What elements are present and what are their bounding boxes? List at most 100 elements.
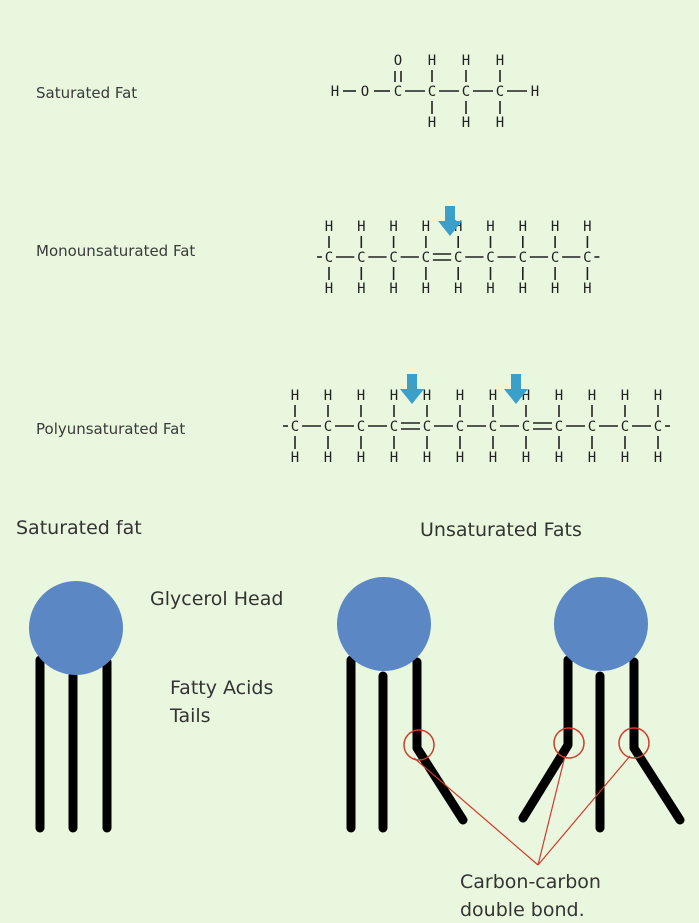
saturated-hydrogen-atom: H [331,84,339,100]
saturated-fat-title: Saturated fat [16,517,142,539]
saturated-hydrogen-atom: H [496,115,504,131]
glycerol-head-label: Glycerol Head [150,588,284,610]
saturated-oxygen-atom: O [361,84,369,100]
polyunsaturated-hydrogen-atom: H [390,450,398,466]
polyunsaturated-hydrogen-atom: H [423,450,431,466]
bent-fatty-acid-tail [629,657,685,825]
unsaturated-glycerol-head [337,577,431,671]
polyunsaturated-hydrogen-atom: H [621,388,629,404]
monounsaturated-hydrogen-atom: H [519,281,527,297]
monounsaturated-hydrogen-atom: H [357,281,365,297]
polyunsaturated-hydrogen-atom: H [324,450,332,466]
polyunsaturated-hydrogen-atom: H [654,450,662,466]
bent-fatty-acid-tail [518,655,573,823]
bond-pointer-line [537,755,566,866]
saturated-carbon-atom: C [428,84,436,100]
saturated-carbon-atom: C [496,84,504,100]
bent-fatty-acid-tail [412,657,468,825]
polyunsaturated-hydrogen-atom: H [588,388,596,404]
monounsaturated-fat-label: Monounsaturated Fat [36,242,196,260]
saturated-hydrogen-atom: H [462,115,470,131]
polyunsaturated-carbon-atom: C [588,419,596,435]
polyunsaturated-carbon-atom: C [423,419,431,435]
carbon-carbon-label: Carbon-carbon [460,871,601,893]
double-bond-marker-ring [618,727,650,759]
monounsaturated-hydrogen-atom: H [583,281,591,297]
monounsaturated-hydrogen-atom: H [519,219,527,235]
polyunsaturated-hydrogen-atom: H [324,388,332,404]
polyunsaturated-hydrogen-atom: H [621,450,629,466]
monounsaturated-hydrogen-atom: H [357,219,365,235]
double-bond-label: double bond. [460,899,585,921]
saturated-glycerol-head [29,581,123,675]
monounsaturated-carbon-atom: C [357,250,365,266]
monounsaturated-hydrogen-atom: H [454,281,462,297]
saturated-hydrogen-atom: H [531,84,539,100]
tails-label: Tails [170,705,211,727]
polyunsaturated-carbon-atom: C [324,419,332,435]
fatty-acids-label: Fatty Acids [170,677,274,699]
polyunsaturated-carbon-atom: C [489,419,497,435]
monounsaturated-hydrogen-atom: H [325,281,333,297]
polyunsaturated-carbon-atom: C [522,419,530,435]
saturated-fat-label: Saturated Fat [36,84,138,102]
polyunsaturated-hydrogen-atom: H [456,450,464,466]
saturated-carbon-atom: C [394,84,402,100]
polyunsaturated-fat-label: Polyunsaturated Fat [36,420,186,438]
polyunsaturated-hydrogen-atom: H [291,450,299,466]
unsaturated-fats-title: Unsaturated Fats [420,519,582,541]
polyunsaturated-carbon-atom: C [555,419,563,435]
monounsaturated-hydrogen-atom: H [389,281,397,297]
polyunsaturated-hydrogen-atom: H [357,388,365,404]
monounsaturated-hydrogen-atom: H [486,219,494,235]
polyunsaturated-carbon-atom: C [654,419,662,435]
polyunsaturated-hydrogen-atom: H [522,450,530,466]
monounsaturated-carbon-atom: C [519,250,527,266]
saturated-hydrogen-atom: H [462,53,470,69]
polyunsaturated-carbon-atom: C [291,419,299,435]
polyunsaturated-hydrogen-atom: H [489,450,497,466]
monounsaturated-hydrogen-atom: H [583,219,591,235]
polyunsaturated-hydrogen-atom: H [489,388,497,404]
unsaturated-glycerol-head [554,577,648,671]
monounsaturated-carbon-atom: C [325,250,333,266]
polyunsaturated-hydrogen-atom: H [357,450,365,466]
double-bond-marker-ring [553,727,585,759]
polyunsaturated-hydrogen-atom: H [588,450,596,466]
monounsaturated-carbon-atom: C [583,250,591,266]
bond-pointer-line [537,755,631,866]
saturated-hydrogen-atom: H [496,53,504,69]
monounsaturated-hydrogen-atom: H [454,219,462,235]
double-bond-marker-ring [403,729,435,761]
monounsaturated-hydrogen-atom: H [551,219,559,235]
monounsaturated-hydrogen-atom: H [389,219,397,235]
saturated-hydrogen-atom: H [428,53,436,69]
saturated-hydrogen-atom: H [428,115,436,131]
monounsaturated-carbon-atom: C [551,250,559,266]
monounsaturated-carbon-atom: C [454,250,462,266]
polyunsaturated-carbon-atom: C [390,419,398,435]
polyunsaturated-double-bond-arrow-1 [400,374,424,404]
saturated-oxygen-atom: O [394,53,402,69]
monounsaturated-hydrogen-atom: H [422,281,430,297]
polyunsaturated-double-bond-arrow-2 [504,374,528,404]
polyunsaturated-hydrogen-atom: H [456,388,464,404]
bond-pointer-line [413,757,539,866]
polyunsaturated-hydrogen-atom: H [423,388,431,404]
monounsaturated-hydrogen-atom: H [486,281,494,297]
polyunsaturated-carbon-atom: C [456,419,464,435]
polyunsaturated-hydrogen-atom: H [291,388,299,404]
monounsaturated-carbon-atom: C [422,250,430,266]
monounsaturated-hydrogen-atom: H [325,219,333,235]
polyunsaturated-carbon-atom: C [357,419,365,435]
polyunsaturated-hydrogen-atom: H [654,388,662,404]
monounsaturated-hydrogen-atom: H [551,281,559,297]
polyunsaturated-hydrogen-atom: H [522,388,530,404]
monounsaturated-carbon-atom: C [389,250,397,266]
polyunsaturated-hydrogen-atom: H [390,388,398,404]
polyunsaturated-carbon-atom: C [621,419,629,435]
saturated-carbon-atom: C [462,84,470,100]
polyunsaturated-hydrogen-atom: H [555,450,563,466]
